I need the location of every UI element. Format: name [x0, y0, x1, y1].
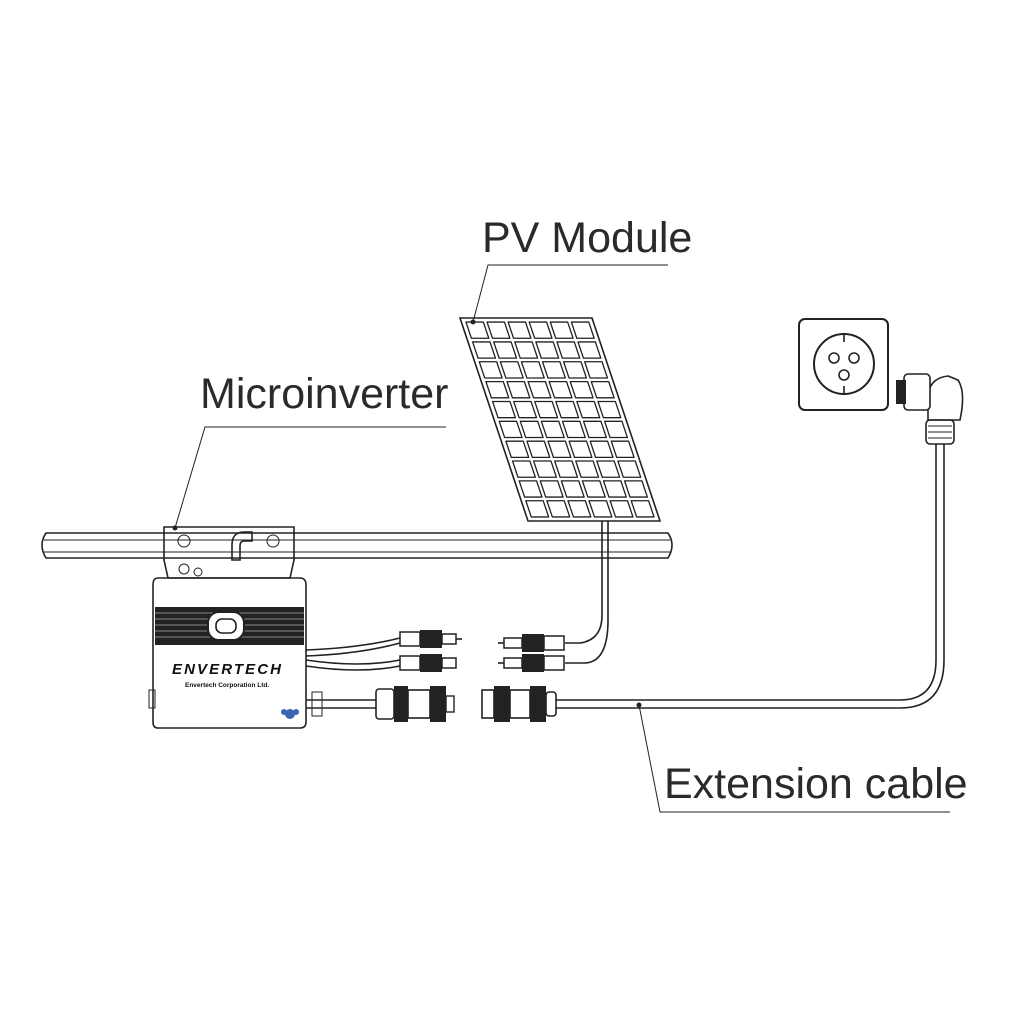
pv-cell — [588, 500, 613, 518]
pv-cell — [520, 361, 545, 379]
microinverter: ENVERTECH Envertech Corporation Ltd. — [148, 526, 307, 729]
pv-cell — [513, 400, 538, 419]
pv-cell — [534, 400, 559, 419]
dc-connector-lower — [399, 654, 457, 672]
pv-cell — [562, 361, 588, 379]
mounting-rail — [41, 532, 673, 559]
pv-cell — [610, 440, 635, 459]
pv-cell — [602, 480, 627, 498]
pv-cell — [597, 400, 622, 419]
pv-cell — [519, 420, 544, 439]
label-pv-module: PV Module — [482, 214, 692, 262]
pv-cell — [471, 341, 497, 359]
pv-cell — [576, 400, 601, 419]
pv-cell — [575, 460, 600, 478]
ac-connector-female — [481, 686, 557, 722]
label-microinverter: Microinverter — [200, 370, 449, 418]
pv-cell — [554, 460, 579, 478]
pv-cell — [581, 480, 606, 498]
pv-cell — [556, 341, 581, 359]
pv-cell — [511, 460, 536, 478]
pv-cell — [555, 400, 580, 419]
pv-cell — [623, 480, 649, 498]
device-brand: ENVERTECH — [172, 661, 282, 678]
pv-connector-lower — [498, 654, 565, 672]
pv-cell — [535, 341, 560, 359]
pv-cell — [561, 420, 586, 439]
pv-cell — [518, 480, 543, 498]
pv-cell — [548, 380, 573, 399]
pv-cell — [609, 500, 634, 518]
pv-cell — [546, 500, 571, 518]
pv-cell — [569, 380, 594, 399]
extension-cable — [481, 373, 964, 722]
schuko-plug — [896, 373, 964, 445]
pv-cell — [577, 341, 602, 359]
certification-badge-icon — [281, 709, 299, 719]
pv-cell-grid — [465, 321, 655, 518]
pv-cell — [532, 460, 558, 478]
pv-cell — [584, 361, 609, 379]
device-company: Envertech Corporation Ltd. — [185, 682, 269, 689]
pv-cell — [499, 361, 524, 379]
callout-pv-module: PV Module — [470, 214, 692, 325]
pv-cell — [590, 380, 615, 399]
pv-cell — [493, 341, 518, 359]
pv-cell — [582, 420, 607, 439]
pv-cell — [506, 380, 531, 399]
pv-cell — [630, 500, 655, 518]
pv-cell — [465, 321, 490, 339]
inverter-ac-lead — [306, 686, 455, 722]
pv-cell — [617, 460, 642, 478]
pv-cell — [539, 480, 564, 498]
pv-cell — [560, 480, 585, 498]
pv-cell — [507, 321, 532, 339]
pv-cell — [514, 341, 539, 359]
callout-microinverter: Microinverter — [172, 370, 449, 531]
pv-cell — [528, 321, 553, 339]
dc-connector-upper — [399, 630, 462, 648]
pv-cell — [485, 380, 510, 399]
pv-cell — [589, 440, 614, 459]
pv-connector-upper — [498, 634, 565, 652]
pv-cell — [549, 321, 574, 339]
pv-cell — [527, 380, 552, 399]
label-extension-cable: Extension cable — [664, 760, 968, 808]
pv-cell — [541, 361, 566, 379]
pv-cell — [547, 440, 572, 459]
pv-cell — [567, 500, 592, 518]
pv-cell — [498, 420, 523, 439]
pv-cell — [486, 321, 511, 339]
ac-connector-male — [375, 686, 455, 722]
pv-cell — [603, 420, 629, 439]
pv-cell — [491, 400, 517, 419]
pv-cell — [568, 440, 593, 459]
pv-cell — [525, 500, 550, 518]
pv-cell — [505, 440, 530, 459]
inverter-dc-leads — [305, 630, 462, 672]
callout-extension-cable: Extension cable — [636, 702, 968, 813]
wall-socket — [798, 318, 889, 411]
pv-cell — [570, 321, 595, 339]
pv-cell — [526, 440, 551, 459]
pv-cell — [540, 420, 565, 439]
pv-cell — [596, 460, 621, 478]
pv-cell — [478, 361, 503, 379]
pv-module — [458, 317, 662, 672]
